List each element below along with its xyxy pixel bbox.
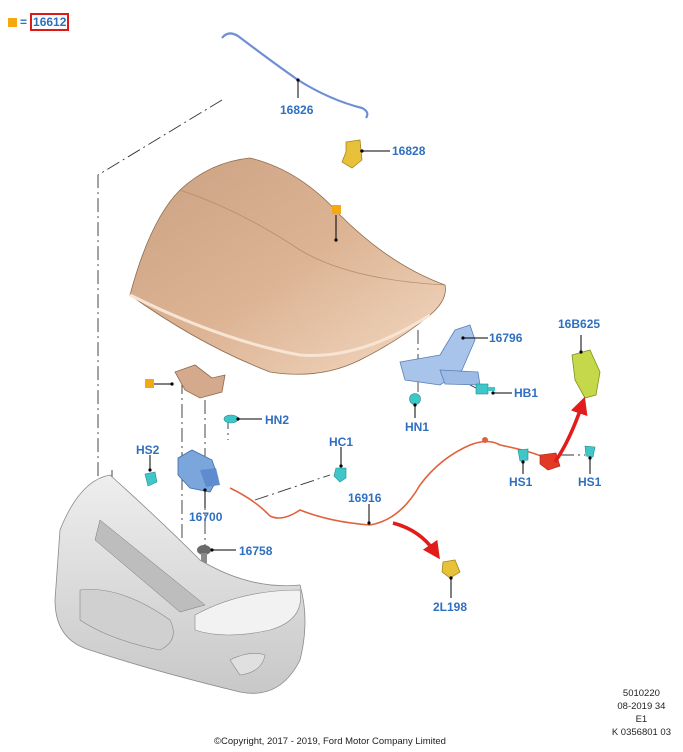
nut-hn1 [409,393,421,405]
clip-16828 [341,139,363,169]
label-hs1-left: HS1 [509,475,533,489]
label-16758: 16758 [239,544,273,558]
hood-latch-16700 [177,449,220,493]
arrow-to-2l198 [392,521,440,560]
bolt-hb1 [475,383,495,395]
front-bumper [54,474,306,694]
arrow-to-16b625 [553,396,588,463]
screw-hs1-right [584,445,596,458]
screw-hs1-left [517,448,529,462]
label-2l198: 2L198 [433,600,467,614]
part-16b625 [571,349,601,399]
copyright-text: ©Copyright, 2017 - 2019, Ford Motor Comp… [214,736,446,747]
reference-line-2: 08-2019 34 [617,701,666,712]
cable-handle [539,452,561,471]
part-2l198 [441,559,461,579]
stopper-16758 [197,545,211,563]
leader-lines [149,80,591,598]
label-hn2: HN2 [265,413,289,427]
reference-line-4: K 0356801 03 [611,727,671,738]
clip-hc1 [333,467,347,483]
label-16796: 16796 [489,331,523,345]
label-hs1-right: HS1 [578,475,602,489]
hood-panel [129,157,446,375]
marker-square-bracket [145,379,154,388]
legend-equals: = [20,15,28,29]
hood-hinge-16796 [399,324,481,386]
label-16b625: 16B625 [558,317,600,331]
label-hc1: HC1 [329,435,353,449]
legend-part-code: 16612 [30,13,70,31]
label-hn1: HN1 [405,420,429,434]
cable-grommet [482,437,488,443]
legend: = 16612 [8,13,70,31]
label-16826: 16826 [280,103,314,117]
reference-line-1: 5010220 [622,688,660,699]
label-16700: 16700 [189,510,223,524]
reference-block: 5010220 08-2019 34 E1 K 0356801 03 [612,687,671,739]
nut-hn2 [223,414,239,424]
leader-dots [148,78,592,580]
hood-bracket-left [174,364,226,399]
reference-line-3: E1 [635,714,648,725]
legend-marker-square [8,17,17,27]
label-16916: 16916 [348,491,382,505]
release-cable-16916 [229,440,551,526]
marker-square-hood [332,205,341,214]
label-16828: 16828 [392,144,426,158]
screw-hs2 [144,471,158,487]
label-hb1: HB1 [514,386,538,400]
label-hs2: HS2 [136,443,160,457]
